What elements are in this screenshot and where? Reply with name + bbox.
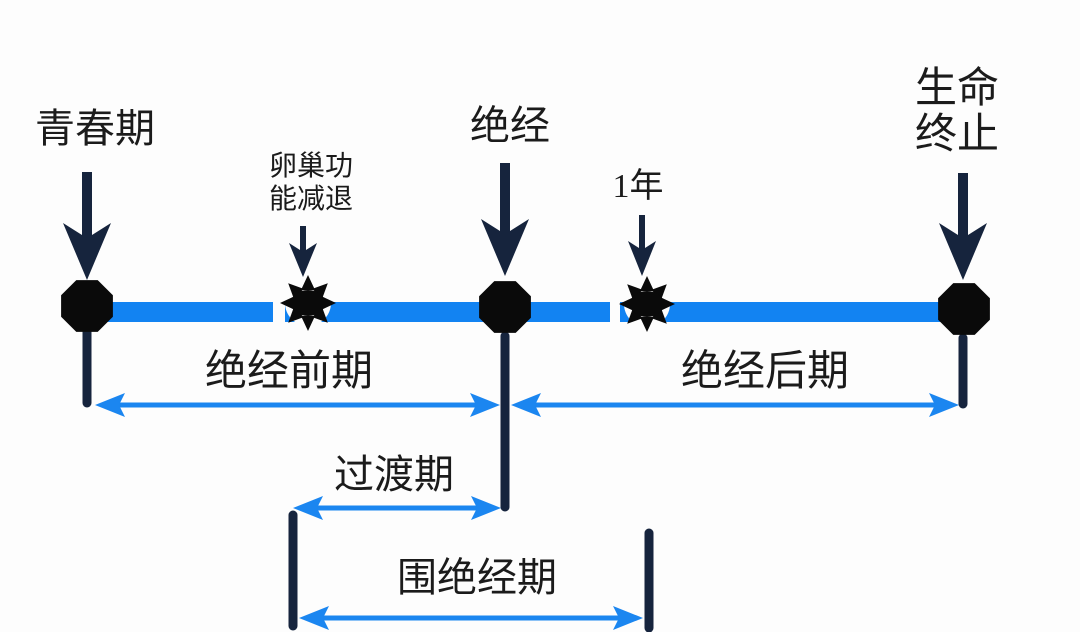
puberty-down-arrow-icon <box>63 172 111 280</box>
timeline-bar-segment <box>620 302 942 322</box>
timeline-bar-segment <box>90 302 273 322</box>
ovarian-decline-label-line2: 能减退 <box>268 184 354 215</box>
perimenopause-label: 围绝经期 <box>397 555 557 600</box>
postmenopause-label: 绝经后期 <box>680 349 850 395</box>
puberty-octagon-marker <box>61 280 113 332</box>
life-end-octagon-marker <box>938 283 990 335</box>
transition-range-arrow <box>293 496 501 520</box>
ovarian-decline-down-arrow-icon <box>289 226 317 277</box>
one-year-label: 1年 <box>612 168 664 205</box>
puberty-label: 青春期 <box>35 106 155 151</box>
perimenopause-range-arrow <box>299 606 643 630</box>
life-end-label: 生命 终止 <box>915 66 999 158</box>
transition-label: 过渡期 <box>334 452 454 497</box>
menopause-down-arrow-icon <box>481 163 529 276</box>
premenopause-label: 绝经前期 <box>204 349 374 395</box>
ovarian-decline-star-marker <box>280 275 336 331</box>
menopause-octagon-marker <box>479 281 531 333</box>
menopause-label: 绝经 <box>470 103 550 148</box>
life-end-label-line1: 生命 <box>914 66 1000 112</box>
premenopause-range-arrow <box>95 393 500 417</box>
ovarian-decline-label-line1: 卵巢功 <box>268 151 354 182</box>
ovarian-decline-label: 卵巢功 能减退 <box>269 150 353 216</box>
one-year-star-marker <box>619 276 675 332</box>
timeline-bar-segment <box>285 302 610 322</box>
life-end-down-arrow-icon <box>939 173 987 280</box>
one-year-down-arrow-icon <box>628 215 656 276</box>
postmenopause-range-arrow <box>511 393 959 417</box>
life-end-label-line2: 终止 <box>914 112 1000 158</box>
